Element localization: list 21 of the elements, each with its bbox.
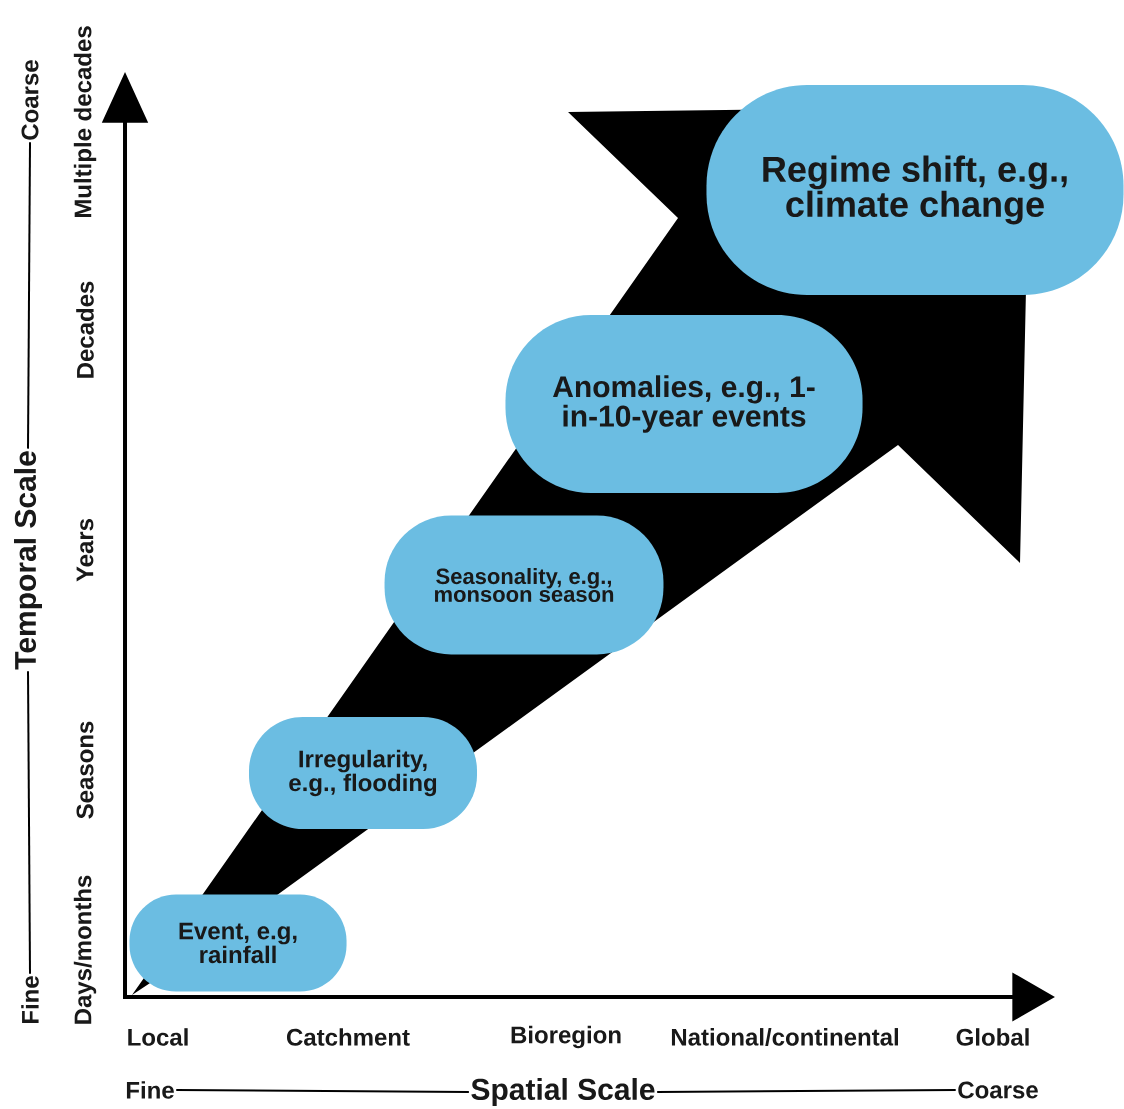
tick-label: National/continental bbox=[671, 1028, 898, 1046]
tick-label: Decades bbox=[76, 281, 94, 378]
rounded-box: Anomalies, e.g., 1-in-10-year events bbox=[505, 315, 863, 493]
rounded-box: Irregularity, e.g., flooding bbox=[249, 717, 477, 829]
axis-end-label: Fine bbox=[21, 976, 39, 1024]
rounded-box: Seasonality, e.g., monsoon season bbox=[384, 515, 664, 655]
tick-label: Seasons bbox=[76, 721, 94, 819]
axis-title: Temporal Scale bbox=[14, 451, 42, 670]
tick-label: Global bbox=[956, 1028, 1029, 1046]
axis-end-label: Coarse bbox=[958, 1081, 1038, 1099]
axis-end-label: Fine bbox=[126, 1081, 174, 1099]
tick-label: Years bbox=[76, 518, 94, 582]
tick-label: Bioregion bbox=[511, 1025, 621, 1049]
rounded-box: Event, e.g, rainfall bbox=[129, 894, 347, 992]
tick-label: Catchment bbox=[287, 1028, 410, 1046]
tick-label: Local bbox=[128, 1028, 188, 1046]
tick-label: Days/months bbox=[73, 875, 97, 1024]
rounded-box: Regime shift, e.g., climate change bbox=[706, 85, 1124, 295]
tick-label: Multiple decades bbox=[73, 26, 97, 218]
axis-end-label: Coarse bbox=[21, 60, 39, 140]
axis-title: Spatial Scale bbox=[471, 1078, 655, 1106]
